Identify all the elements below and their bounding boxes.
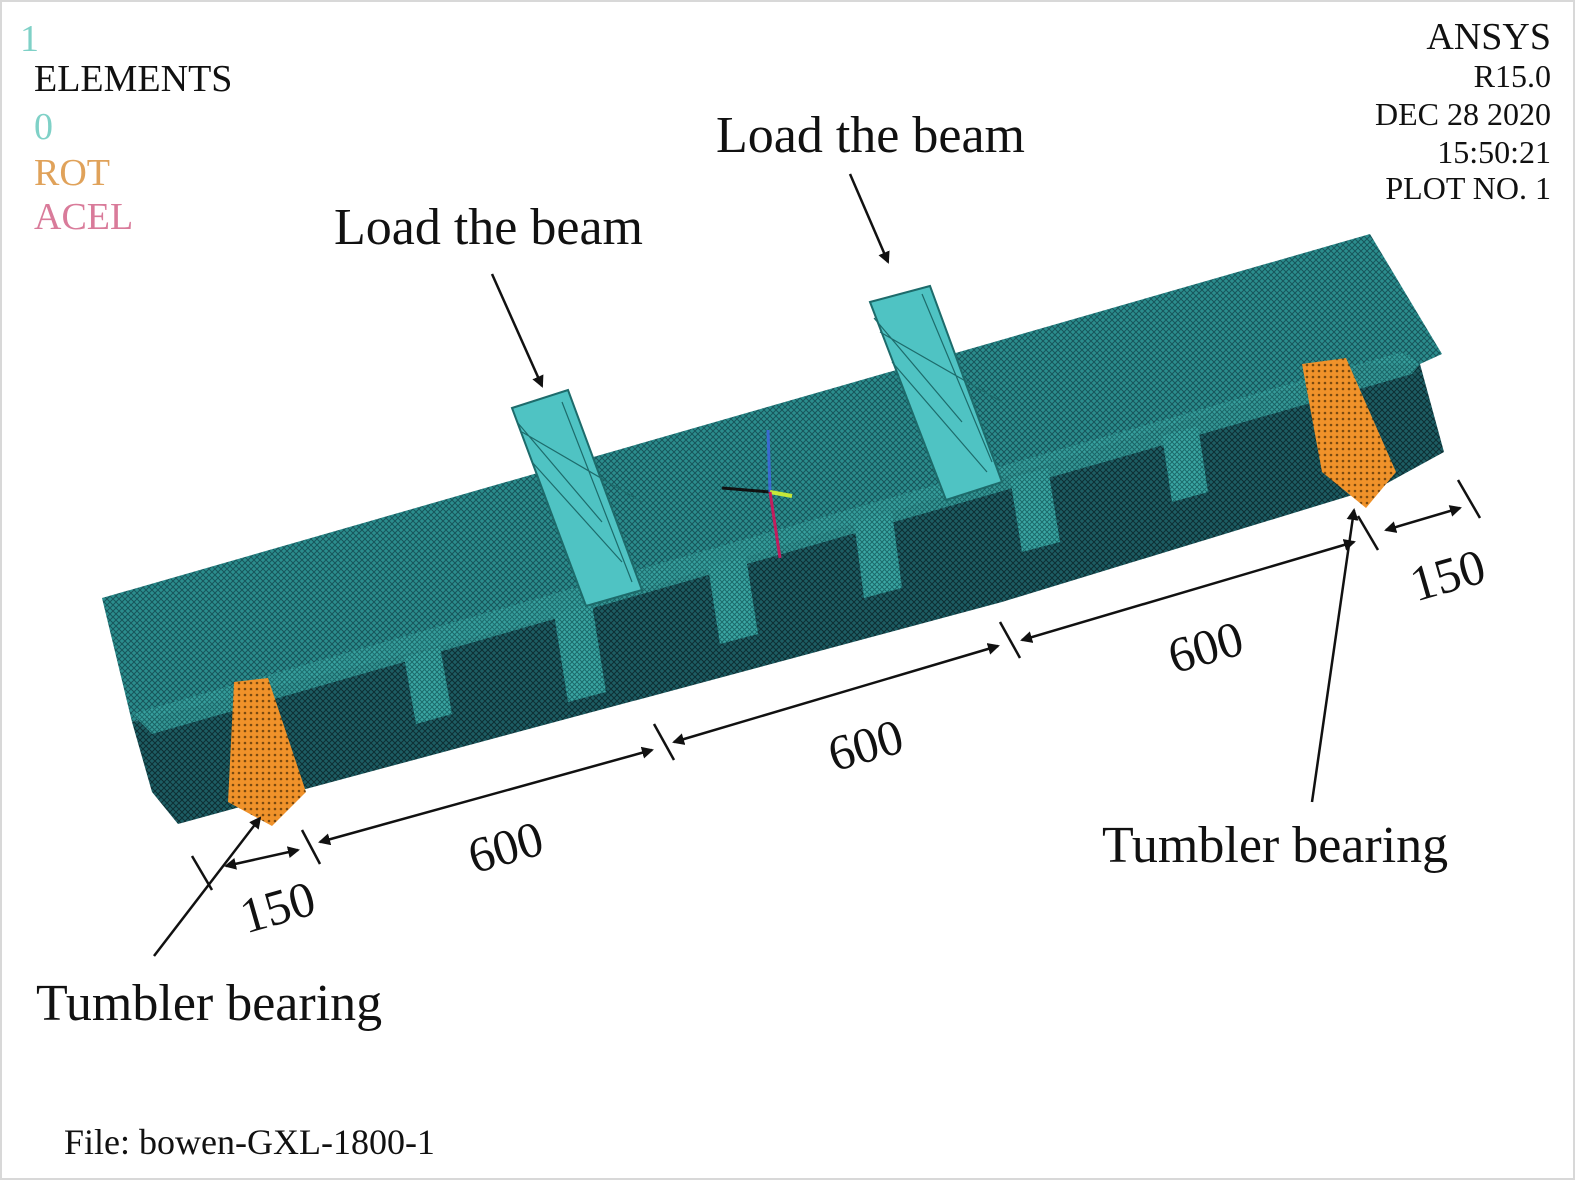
plot-date: DEC 28 2020	[1375, 96, 1551, 132]
legend-item-acel: ACEL	[34, 196, 134, 238]
arrow-bearing-left	[153, 816, 262, 957]
arrow-load-left	[490, 273, 544, 388]
bearing-right	[1302, 358, 1396, 508]
beam-stiffener-ribs	[404, 426, 1208, 724]
beam-lower-flange	[132, 352, 1420, 734]
plot-number: PLOT NO. 1	[1385, 170, 1551, 206]
coordinate-triad	[721, 429, 793, 559]
label-bearing-right: Tumbler bearing	[1102, 817, 1449, 874]
legend-item-zero: 0	[34, 106, 53, 148]
arrow-load-right	[848, 173, 890, 264]
beam-top-surface	[102, 234, 1442, 722]
load-block-right	[868, 284, 1004, 502]
file-name-label: File: bowen-GXL-1800-1	[64, 1122, 435, 1162]
software-name: ANSYS	[1426, 16, 1551, 58]
beam-front-face	[132, 364, 1444, 824]
load-block-left	[510, 388, 644, 608]
legend-item-rot: ROT	[34, 152, 110, 194]
window-number: 1	[20, 18, 39, 60]
dimension-lines	[190, 479, 1482, 891]
software-version: R15.0	[1473, 58, 1551, 94]
legend-title: ELEMENTS	[34, 58, 233, 100]
bearing-left	[228, 678, 306, 826]
label-load-left: Load the beam	[334, 199, 643, 256]
label-load-right: Load the beam	[716, 107, 1025, 164]
label-bearing-left: Tumbler bearing	[36, 975, 383, 1032]
plot-time: 15:50:21	[1437, 134, 1551, 170]
